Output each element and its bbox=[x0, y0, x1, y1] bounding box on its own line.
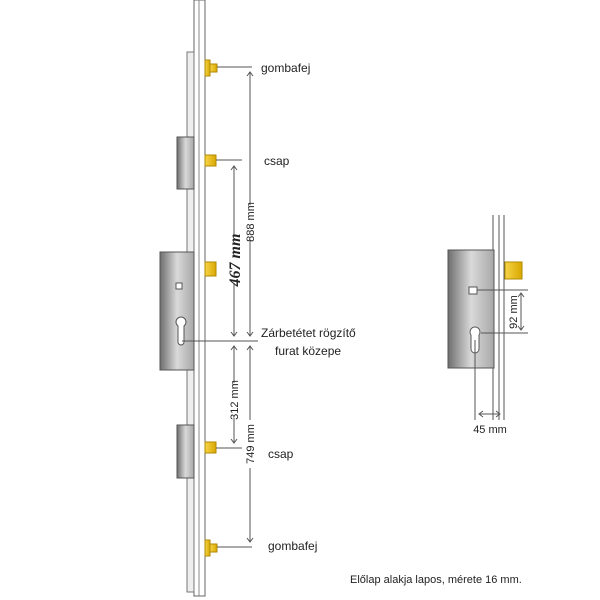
upper-gearbox bbox=[176, 136, 195, 190]
faceplate-note: Előlap alakja lapos, mérete 16 mm. bbox=[350, 574, 522, 586]
label-cylinder-center-1: Zárbetétet rögzítő bbox=[261, 326, 356, 340]
label-bottom-pin: csap bbox=[268, 447, 294, 461]
dim-45: 45 mm bbox=[473, 424, 507, 436]
top-pin bbox=[204, 154, 217, 167]
lower-gearbox bbox=[176, 424, 195, 479]
label-bottom-mushroom: gombafej bbox=[268, 539, 317, 553]
keyhole-icon bbox=[175, 316, 187, 346]
dim-467: 467 mm bbox=[227, 234, 244, 288]
label-cylinder-center-2: furat közepe bbox=[275, 344, 341, 358]
dim-749: 749 mm bbox=[245, 424, 257, 464]
bolt bbox=[204, 261, 217, 277]
dimension-lines bbox=[182, 66, 258, 548]
dim-888: 888 mm bbox=[245, 202, 257, 242]
dim-312: 312 mm bbox=[229, 380, 241, 420]
dim-92: 92 mm bbox=[508, 295, 520, 329]
label-top-mushroom: gombafej bbox=[261, 61, 310, 75]
label-top-pin: csap bbox=[264, 154, 290, 168]
main-lock-case bbox=[159, 251, 195, 371]
detail-view bbox=[447, 215, 528, 420]
bottom-mushroom-pin bbox=[204, 539, 218, 557]
bottom-pin bbox=[204, 441, 217, 454]
top-mushroom-pin bbox=[204, 59, 218, 77]
